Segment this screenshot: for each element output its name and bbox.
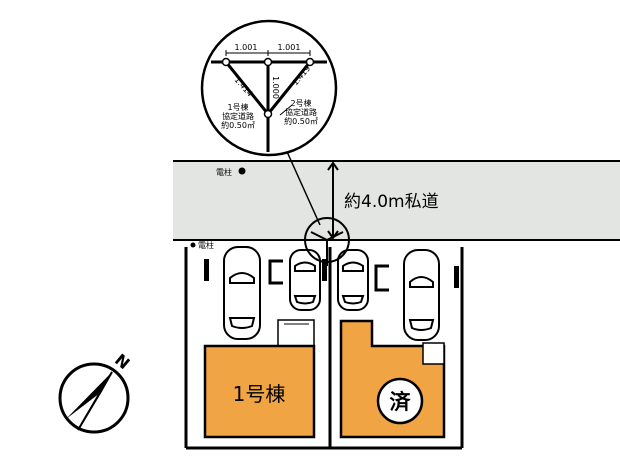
house-1-road-note-line1: 1号棟	[227, 102, 248, 112]
detail-nodes	[221, 57, 315, 119]
utility-pole-left	[190, 242, 196, 248]
bracket-1	[268, 259, 283, 285]
house-2-road-note-line2: 協定道路	[285, 107, 317, 117]
house-2-road-note-line3: 約0.50㎡	[284, 116, 318, 126]
house-1-label: 1号棟	[233, 382, 286, 406]
house-1-road-note-line2: 協定道路	[222, 111, 254, 121]
detail-dimension-ticks	[225, 50, 311, 116]
car-2	[289, 249, 321, 311]
car-3	[337, 249, 369, 311]
curb-marker-2	[322, 259, 327, 281]
house-2-road-note-line1: 2号棟	[290, 98, 311, 108]
detail-center-dim: 1.000	[271, 76, 280, 99]
north-arrow-icon	[58, 362, 130, 434]
detail-dim-left: 1.001	[235, 43, 258, 52]
detail-dim-right: 1.001	[278, 43, 301, 52]
utility-pole-left-label: 電柱	[198, 240, 214, 250]
private-road	[173, 161, 620, 240]
car-1	[223, 246, 261, 340]
lot-boundaries	[184, 247, 464, 450]
utility-pole-upper	[238, 167, 246, 175]
utility-pole-upper-label: 電柱	[216, 167, 232, 177]
curb-marker-1	[204, 259, 209, 281]
corner-detail-marker	[304, 217, 350, 266]
house-1	[203, 344, 316, 439]
house-2-entrance	[422, 342, 445, 365]
house-1-road-note-line3: 約0.50㎡	[221, 120, 255, 130]
sold-badge	[376, 377, 424, 425]
detail-leader	[283, 144, 321, 226]
bracket-2	[374, 264, 389, 292]
car-4	[403, 249, 440, 341]
road-label: 約4.0m私道	[344, 192, 439, 212]
curb-marker-3	[454, 266, 459, 288]
sold-badge-label: 済	[390, 390, 412, 414]
